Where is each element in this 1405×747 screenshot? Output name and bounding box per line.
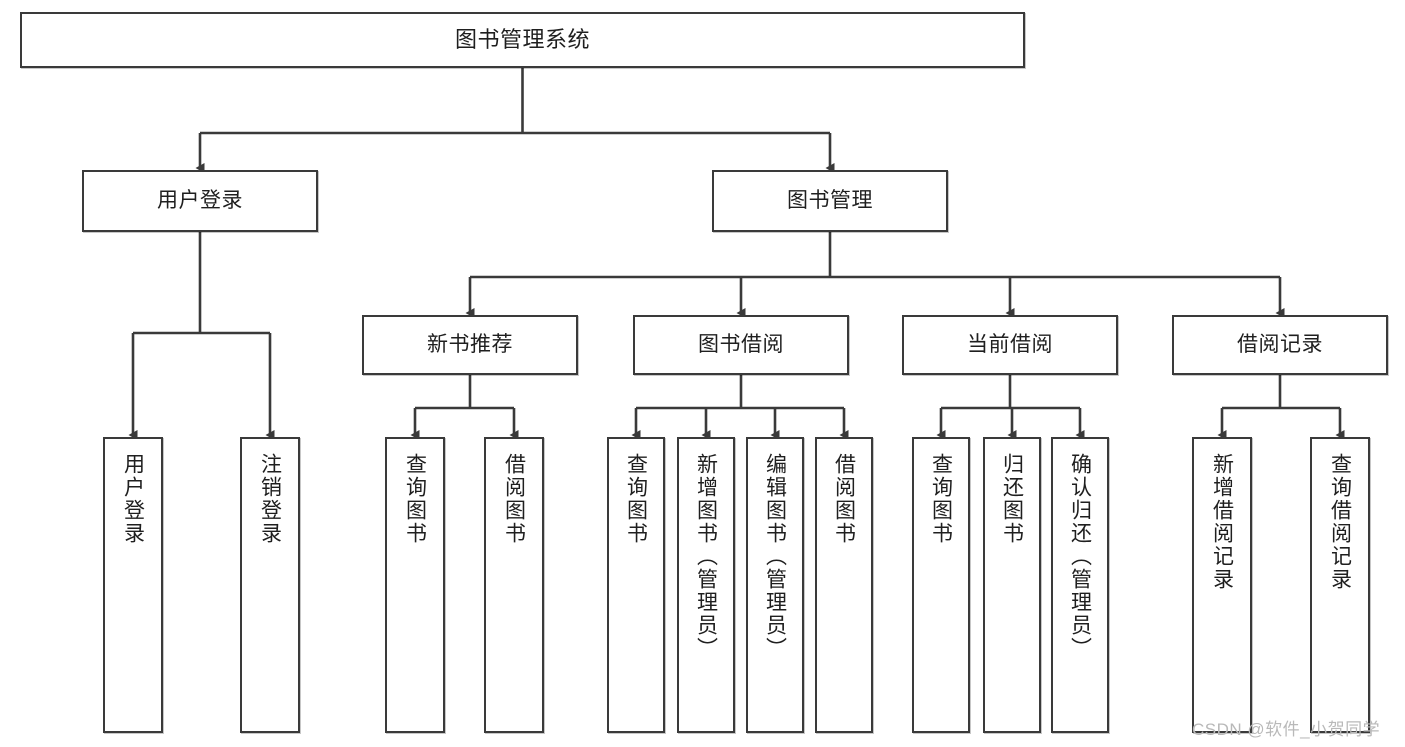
node-label: 借阅图书 — [502, 453, 526, 545]
node-label: 借阅图书 — [832, 453, 856, 545]
node-label: 查询借阅记录 — [1328, 453, 1352, 591]
node-label: 用户登录 — [121, 453, 145, 545]
node-label: 确认归还（管理员） — [1068, 453, 1092, 660]
node-leaf-edit-book[interactable]: 编辑图书（管理员） — [746, 437, 804, 733]
node-label: 查询图书 — [929, 453, 953, 545]
node-leaf-add-record[interactable]: 新增借阅记录 — [1192, 437, 1252, 733]
csdn-watermark: CSDN @软件_小贺同学 — [1192, 720, 1381, 739]
node-leaf-query-record[interactable]: 查询借阅记录 — [1310, 437, 1370, 733]
node-leaf-query-book-3[interactable]: 查询图书 — [912, 437, 970, 733]
node-leaf-user-login[interactable]: 用户登录 — [103, 437, 163, 733]
node-label: 编辑图书（管理员） — [763, 453, 787, 660]
node-label: 当前借阅 — [967, 332, 1053, 356]
node-leaf-borrow-book-2[interactable]: 借阅图书 — [815, 437, 873, 733]
node-new-book-rec[interactable]: 新书推荐 — [362, 315, 578, 375]
node-leaf-logout[interactable]: 注销登录 — [240, 437, 300, 733]
node-borrow-record[interactable]: 借阅记录 — [1172, 315, 1388, 375]
node-label: 新增借阅记录 — [1210, 453, 1234, 591]
node-root[interactable]: 图书管理系统 — [20, 12, 1025, 68]
node-label: 查询图书 — [403, 453, 427, 545]
node-label: 图书借阅 — [698, 332, 784, 356]
node-label: 查询图书 — [624, 453, 648, 545]
node-leaf-borrow-book-1[interactable]: 借阅图书 — [484, 437, 544, 733]
node-label: 用户登录 — [157, 188, 243, 212]
node-leaf-query-book-2[interactable]: 查询图书 — [607, 437, 665, 733]
node-leaf-add-book[interactable]: 新增图书（管理员） — [677, 437, 735, 733]
node-label: 新增图书（管理员） — [694, 453, 718, 660]
node-label: 注销登录 — [258, 453, 282, 545]
node-user-login[interactable]: 用户登录 — [82, 170, 318, 232]
node-label: 新书推荐 — [427, 332, 513, 356]
node-leaf-query-book-1[interactable]: 查询图书 — [385, 437, 445, 733]
node-label: 借阅记录 — [1237, 332, 1323, 356]
node-label: 图书管理 — [787, 188, 873, 212]
node-label: 归还图书 — [1000, 453, 1024, 545]
node-label: 图书管理系统 — [454, 27, 590, 53]
node-current-borrow[interactable]: 当前借阅 — [902, 315, 1118, 375]
node-leaf-return-book[interactable]: 归还图书 — [983, 437, 1041, 733]
node-book-manage[interactable]: 图书管理 — [712, 170, 948, 232]
node-leaf-confirm-return[interactable]: 确认归还（管理员） — [1051, 437, 1109, 733]
node-book-borrow[interactable]: 图书借阅 — [633, 315, 849, 375]
